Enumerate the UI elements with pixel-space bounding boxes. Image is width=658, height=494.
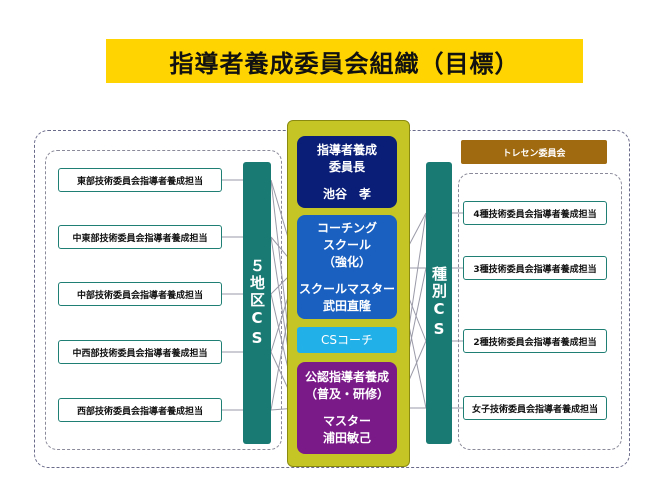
regional-committee-box: 中東部技術委員会指導者養成担当 — [58, 225, 222, 249]
category-committee-box: 女子技術委員会指導者養成担当 — [463, 396, 607, 420]
category-committee-box: 3種技術委員会指導者養成担当 — [463, 256, 607, 280]
regional-committee-box: 西部技術委員会指導者養成担当 — [58, 398, 222, 422]
chair-name: 池谷 孝 — [322, 186, 371, 201]
category-cs-bar: 種別CS — [426, 162, 452, 444]
school-master-title: スクールマスター — [298, 281, 395, 296]
category-committee-box: 4種技術委員会指導者養成担当 — [463, 201, 607, 225]
coaching-school-line3: （強化） — [322, 254, 371, 269]
chair-title-line2: 委員長 — [328, 159, 365, 174]
certified-training-box: 公認指導者養成 （普及・研修） マスター 浦田敏己 — [297, 362, 397, 454]
chair-title-line1: 指導者養成 — [316, 142, 377, 157]
regional-committee-box: 東部技術委員会指導者養成担当 — [58, 168, 222, 192]
master-name: 浦田敏己 — [322, 431, 371, 445]
cs-coach-box: CSコーチ — [297, 327, 397, 353]
regional-cs-bar: ５地区CS — [243, 162, 271, 444]
tresen-committee-box: トレセン委員会 — [461, 140, 607, 164]
category-cs-label: 種別CS — [430, 266, 448, 340]
page-title: 指導者養成委員会組織（目標） — [106, 39, 583, 83]
coaching-school-line2: スクール — [322, 237, 371, 252]
school-master-name: 武田直隆 — [322, 298, 371, 313]
regional-committee-box: 中部技術委員会指導者養成担当 — [58, 282, 222, 306]
certified-training-line2: （普及・研修） — [304, 387, 389, 401]
regional-committee-box: 中西部技術委員会指導者養成担当 — [58, 340, 222, 364]
master-title: マスター — [322, 414, 371, 428]
coaching-school-line1: コーチング — [316, 220, 377, 235]
category-committee-box: 2種技術委員会指導者養成担当 — [463, 329, 607, 353]
committee-chair-box: 指導者養成 委員長 池谷 孝 — [297, 136, 397, 208]
regional-group-outline — [45, 150, 282, 450]
certified-training-line1: 公認指導者養成 — [304, 370, 389, 384]
coaching-school-box: コーチング スクール （強化） スクールマスター 武田直隆 — [297, 215, 397, 319]
category-group-outline — [458, 173, 622, 450]
regional-cs-label: ５地区CS — [248, 257, 266, 349]
